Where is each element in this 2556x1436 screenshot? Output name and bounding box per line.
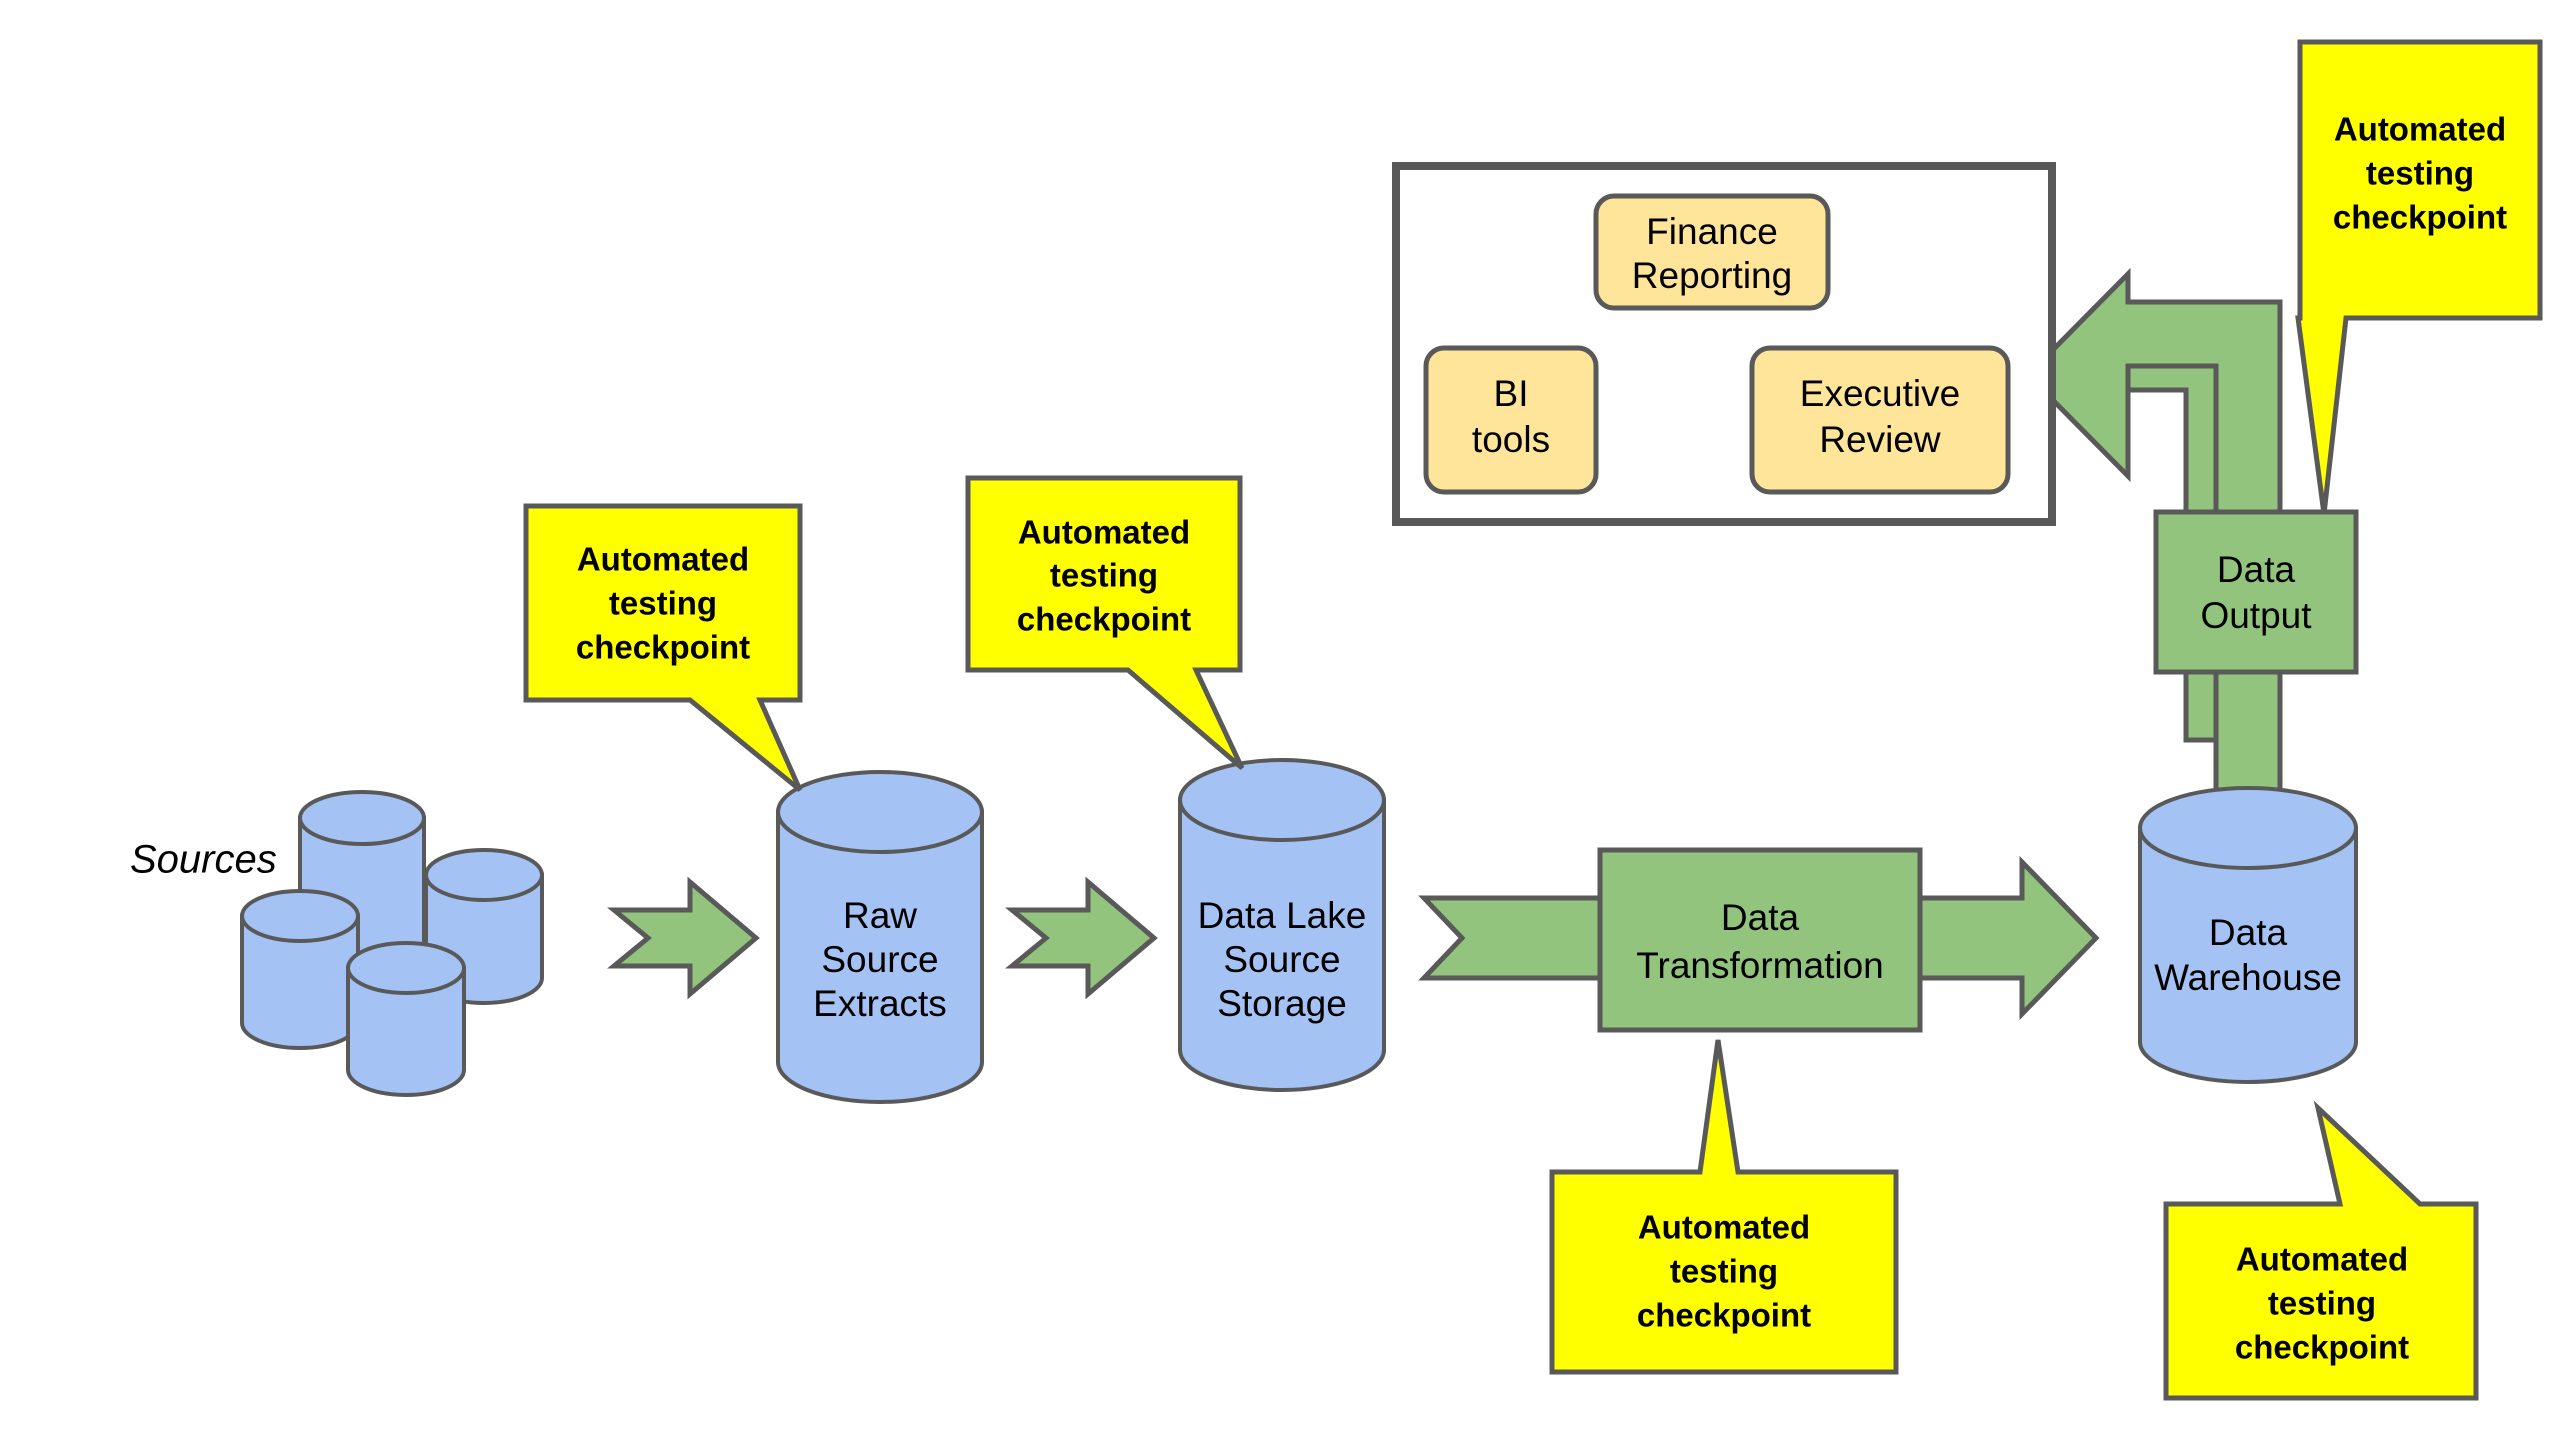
checkpoint-label-line: Automated [1018,514,1190,551]
checkpoint-data-warehouse[interactable]: Automated testing checkpoint [2163,1100,2479,1401]
stage-label-line: Raw [843,895,917,936]
arrow-sources-to-raw [607,876,760,1000]
source-cylinder-4 [346,941,466,1097]
stage-data-lake-source-storage: Data Lake Source Storage [1178,758,1386,1092]
checkpoint-label-line: checkpoint [576,629,750,666]
stage-label-line: Source [1223,939,1340,980]
stage-data-output[interactable]: Data Output [2153,509,2359,675]
consumer-finance-reporting[interactable]: Finance Reporting [1593,193,1831,311]
arrow-raw-to-lake [1005,876,1158,1000]
stage-label-line: Data Lake [1198,895,1367,936]
consumer-label-line: Executive [1800,373,1960,414]
stage-label-line: Data [2209,912,2288,953]
stage-label-line: Transformation [1636,945,1883,986]
checkpoint-data-transformation[interactable]: Automated testing checkpoint [1549,1039,1899,1375]
stage-label-line: Storage [1217,983,1347,1024]
checkpoint-label-line: testing [1670,1253,1778,1290]
checkpoint-label-line: checkpoint [1637,1297,1811,1334]
checkpoint-label-line: checkpoint [1017,601,1191,638]
stage-data-warehouse: Data Warehouse [2138,786,2358,1084]
consumer-executive-review[interactable]: Executive Review [1749,345,2011,495]
checkpoint-label-line: Automated [2334,111,2506,148]
checkpoint-label-line: testing [2268,1285,2376,1322]
checkpoint-label-line: testing [2366,155,2474,192]
checkpoint-label-line: Automated [577,541,749,578]
consumer-bi-tools[interactable]: BI tools [1423,345,1599,495]
checkpoint-label-line: checkpoint [2235,1329,2409,1366]
stage-raw-source-extracts: Raw Source Extracts [776,770,984,1104]
consumer-label-line: Review [1819,419,1941,460]
checkpoint-label-line: Automated [2236,1241,2408,1278]
checkpoint-label-line: Automated [1638,1209,1810,1246]
checkpoint-label-line: checkpoint [2333,199,2507,236]
checkpoint-data-output[interactable]: Automated testing checkpoint [2295,39,2543,515]
sources-label: Sources [130,838,277,882]
stage-label-line: Output [2200,595,2312,636]
consumer-label-line: Finance [1646,211,1778,252]
consumer-label-line: BI [1494,373,1529,414]
stage-label-line: Data [1721,897,1800,938]
stage-label-line: Data [2217,549,2296,590]
checkpoint-data-lake[interactable]: Automated testing checkpoint [965,475,1245,770]
checkpoint-raw-source-extracts[interactable]: Automated testing checkpoint [523,503,803,792]
stage-label-line: Source [821,939,938,980]
stage-label-line: Warehouse [2154,957,2342,998]
stage-data-transformation[interactable]: Data Transformation [1597,847,1923,1033]
consumers-container: Finance Reporting BI tools Executive Rev… [1392,162,2056,526]
checkpoint-label-line: testing [609,585,717,622]
source-cylinder-3 [240,889,360,1050]
stage-label-line: Extracts [813,983,947,1024]
checkpoint-label-line: testing [1050,557,1158,594]
consumer-label-line: Reporting [1632,255,1792,296]
consumer-label-line: tools [1472,419,1550,460]
sources-group: Sources [130,790,544,1097]
